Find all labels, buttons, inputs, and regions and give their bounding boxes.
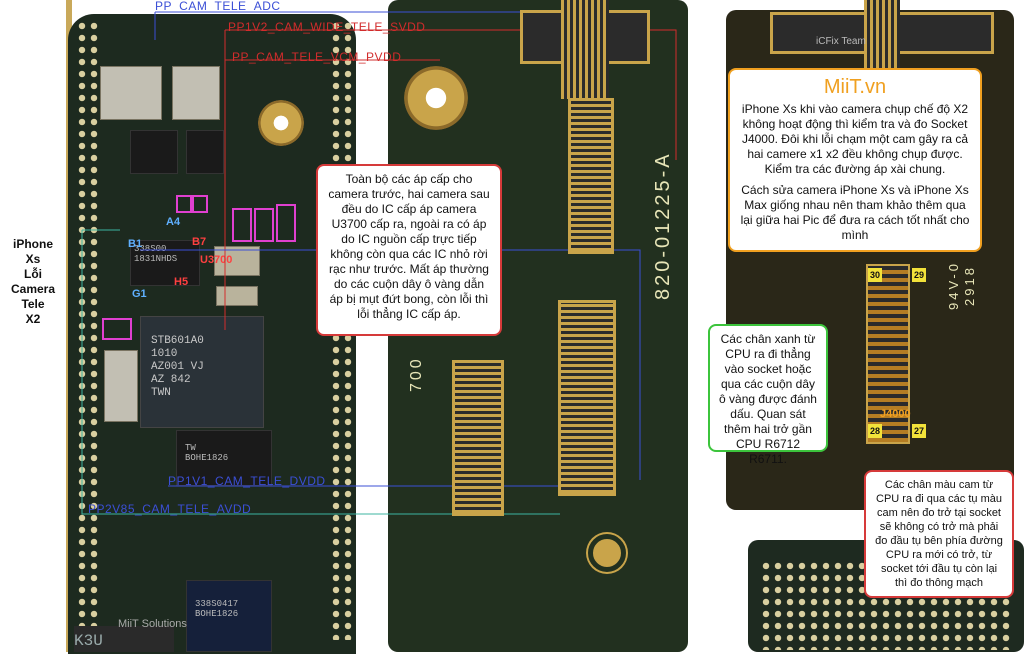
small-ic: 338S00 1831NHDS <box>130 240 200 286</box>
socket-label-j4000: J4000 <box>880 408 911 420</box>
camera-pmu-ic: STB601A0 1010 AZ001 VJ AZ 842 TWN <box>140 316 264 428</box>
connector-top <box>520 0 650 99</box>
pin-label-b1: B1 <box>128 238 143 250</box>
component-block <box>214 246 260 276</box>
socket-pins <box>868 266 908 442</box>
component-block <box>104 350 138 422</box>
note-top-right: MiiT.vn iPhone Xs khi vào camera chụp ch… <box>728 68 982 252</box>
pin-label-28: 28 <box>868 424 882 438</box>
power-ic: TW BOHE1826 <box>176 430 272 486</box>
highlight-pad <box>176 195 192 213</box>
small-ic <box>130 130 178 174</box>
pin-label-h5: H5 <box>174 276 189 288</box>
ic-marking: AZ 842 <box>151 374 191 386</box>
board-marking-2918: 2918 <box>962 265 977 306</box>
ic-marking: K3U <box>74 632 103 650</box>
highlight-pad <box>254 208 274 242</box>
memory-ic: 338S0417 BOHE1826 <box>186 580 272 652</box>
highlight-pad <box>276 204 296 242</box>
ic-label-u3700: U3700 <box>200 254 233 266</box>
note-paragraph: iPhone Xs khi vào camera chụp chế độ X2 … <box>741 102 969 176</box>
highlight-pad <box>232 208 252 242</box>
component-block <box>100 66 162 120</box>
side-label: iPhone Xs Lỗi Camera Tele X2 <box>2 237 64 327</box>
ic-marking: BOHE1826 <box>185 453 229 463</box>
board-part-number: 820-01225-A <box>652 151 674 300</box>
ic-marking: 1831NHDS <box>134 254 178 264</box>
net-label-avdd: PP2V85_CAM_TELE_AVDD <box>88 502 252 516</box>
trace-blue <box>140 249 641 480</box>
screw-hole-left <box>258 100 304 146</box>
note-middle: Toàn bộ các áp cấp cho camera trước, hai… <box>316 164 502 336</box>
side-label-line: X2 <box>25 312 41 326</box>
ic-marking: BOHE1826 <box>195 609 239 619</box>
highlight-pad <box>192 195 208 213</box>
pin-label-27: 27 <box>912 424 926 438</box>
highlight-pad <box>102 318 132 340</box>
nand-chip: K3U <box>74 626 174 652</box>
via-ring <box>588 534 626 572</box>
component-block <box>216 286 258 306</box>
pin-label-b7: B7 <box>192 236 207 248</box>
ic-marking: 1010 <box>151 348 178 360</box>
pin-label-g1: G1 <box>132 288 147 300</box>
connector-right-top <box>770 0 994 142</box>
watermark-bottom: MiiT Solutions <box>118 618 187 630</box>
ic-marking: TWN <box>151 387 171 399</box>
pin-label-29: 29 <box>912 268 926 282</box>
ic-marking: STB601A0 <box>151 335 204 347</box>
pin-label-a4: A4 <box>166 216 181 228</box>
connector-lower <box>558 300 616 496</box>
side-label-line: Tele <box>21 297 45 311</box>
side-label-line: Xs <box>25 252 41 266</box>
net-label-vcm: PP_CAM_TELE_VCM_PVDD <box>232 50 402 64</box>
net-label-adc: PP_CAM_TELE_ADC <box>155 0 281 13</box>
ic-marking: TW <box>185 443 196 453</box>
net-label-dvdd: PP1V1_CAM_TELE_DVDD <box>168 474 326 488</box>
note-green: Các chân xanh từ CPU ra đi thẳng vào soc… <box>708 324 828 466</box>
side-label-line: Lỗi <box>24 267 42 281</box>
pin-label-30: 30 <box>868 268 882 282</box>
socket-j4000 <box>866 264 910 444</box>
connector-left <box>452 360 504 516</box>
side-label-line: Camera <box>10 282 56 296</box>
ic-marking: AZ001 VJ <box>151 361 204 373</box>
trace-sdcam <box>225 29 677 160</box>
net-label-sdcam: PP1V2_CAM_WIDE_TELE_SVDD <box>228 20 426 34</box>
watermark-top: iCFix Team <box>816 36 866 47</box>
small-ic <box>186 130 224 174</box>
ic-marking: 338S00 <box>134 244 167 254</box>
board-marking-94v: 94V-0 <box>946 261 961 310</box>
trace-avdd <box>81 230 560 515</box>
brand-title: MiiT.vn <box>823 76 887 98</box>
board-marking-700: 700 <box>408 356 425 392</box>
note-bottom-right: Các chân màu cam từ CPU ra đi qua các tụ… <box>864 470 1014 598</box>
ic-marking: 338S0417 <box>195 599 239 609</box>
connector-upper <box>568 98 614 254</box>
side-label-line: iPhone <box>12 237 53 251</box>
screw-hole-mid <box>404 66 468 130</box>
note-paragraph: Cách sửa camera iPhone Xs và iPhone Xs M… <box>740 183 970 242</box>
component-block <box>172 66 220 120</box>
